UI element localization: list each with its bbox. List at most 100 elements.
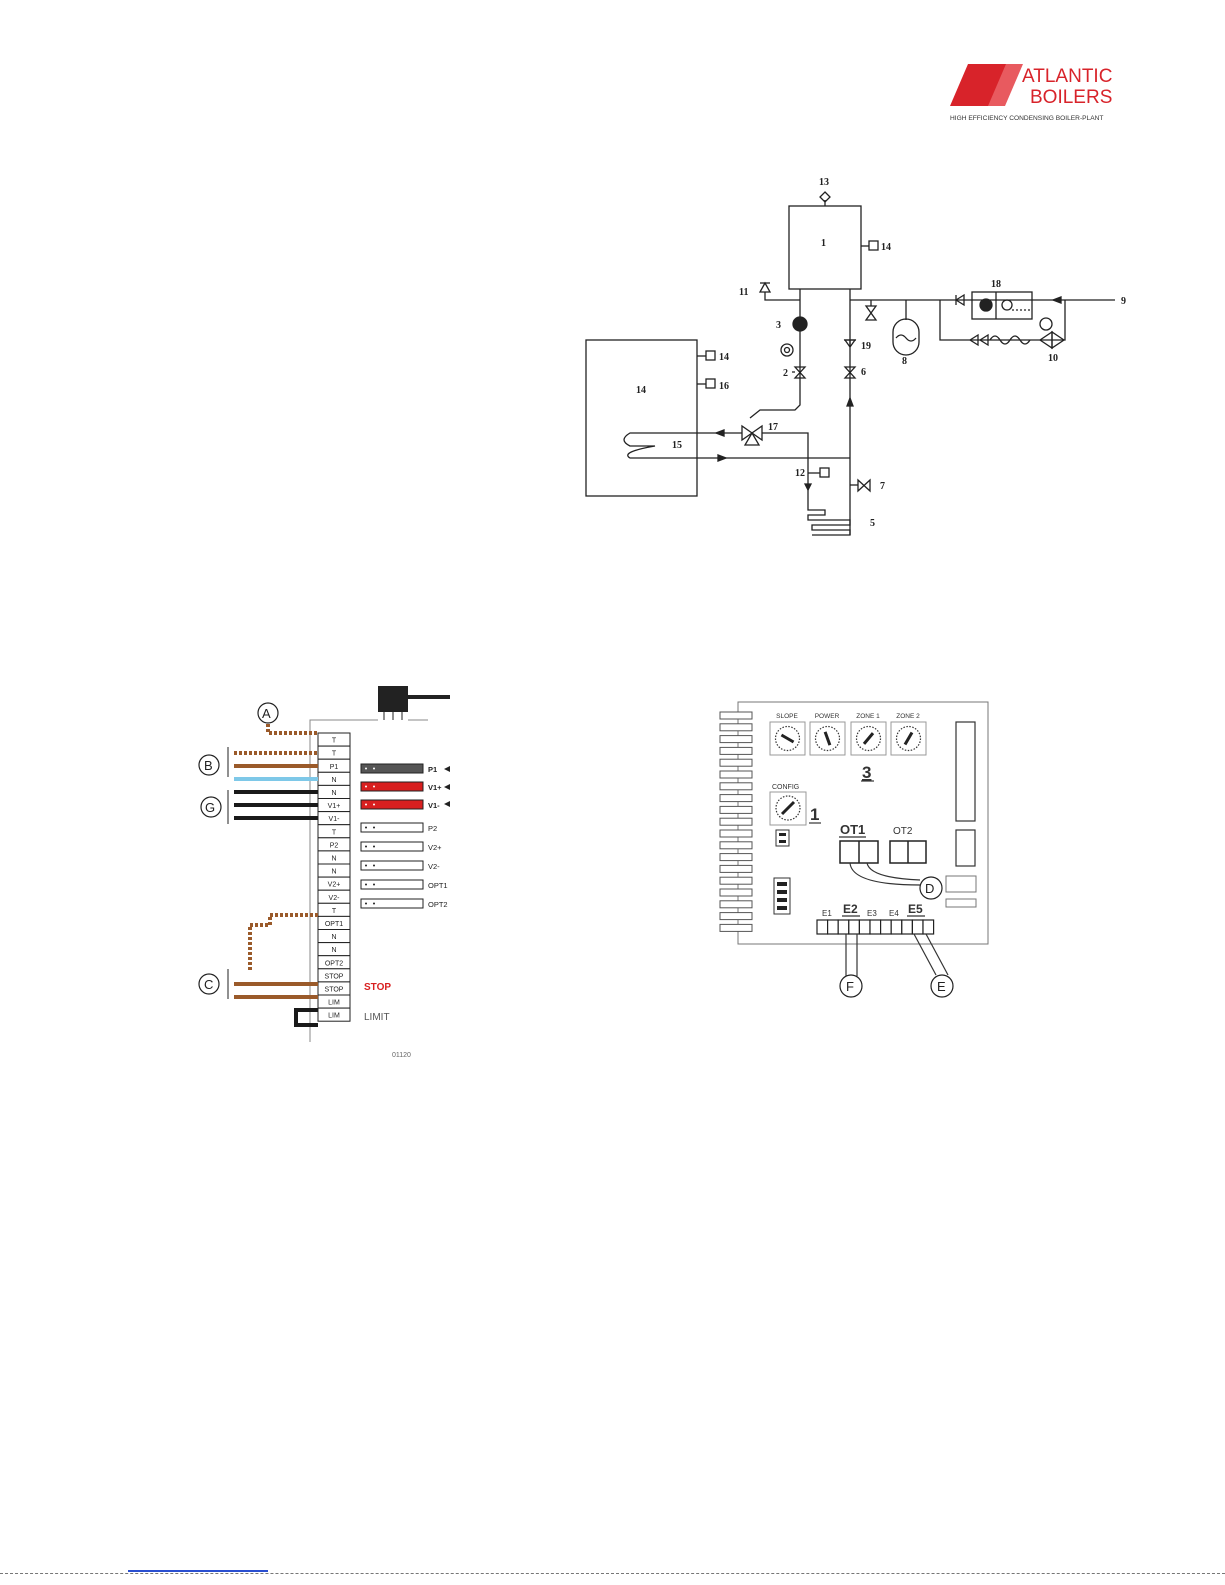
connector-pin <box>365 883 367 886</box>
connector-pin <box>373 864 375 867</box>
config-knob-pointer <box>780 800 796 816</box>
tank-coil-15 <box>623 432 850 459</box>
e2-label: E2 <box>843 902 858 916</box>
label-10: 10 <box>1048 353 1058 364</box>
board-pin <box>719 864 753 873</box>
flow-line-left <box>749 289 801 419</box>
knob-pointer <box>823 731 832 746</box>
connector-plug <box>360 763 424 774</box>
knob-pointer <box>903 731 914 746</box>
pump-3 <box>792 316 808 332</box>
label-1: 1 <box>821 238 826 249</box>
e3-label: E3 <box>867 909 877 918</box>
terminal-label: V2- <box>329 895 341 902</box>
pressure-gauge <box>780 343 794 357</box>
config-label: CONFIG <box>772 784 799 791</box>
knob-pointer <box>862 732 875 745</box>
wire-e-2 <box>925 933 949 976</box>
connector-pin <box>373 845 375 848</box>
dip-switch-a-1 <box>779 833 786 836</box>
connector-pin <box>365 785 367 788</box>
mains-arrow <box>1051 296 1062 304</box>
valve-6 <box>843 366 857 379</box>
logo-tagline: HIGH EFFICIENCY CONDENSING BOILER-PLANT <box>950 115 1103 122</box>
wire-opt <box>248 913 318 970</box>
vessel-wave <box>895 334 917 342</box>
board-label-1: 1 <box>810 805 819 824</box>
drain-valve-7 <box>857 478 871 493</box>
connector-plug <box>360 841 424 852</box>
board-pin <box>719 735 753 744</box>
board-pin <box>719 829 753 838</box>
arrow-p1-head <box>444 766 450 772</box>
callout-c-label: C <box>204 977 213 992</box>
label-3: 3 <box>776 320 781 331</box>
terminal-label: LIM <box>328 1013 340 1020</box>
dip-switch-b-1 <box>777 882 787 886</box>
label-12: 12 <box>795 468 805 479</box>
terminal-label: T <box>332 829 337 836</box>
label-17: 17 <box>768 422 778 433</box>
board-pin <box>719 876 753 885</box>
filling-hose <box>989 335 1031 345</box>
callout-g <box>200 796 222 818</box>
arrow-v1plus-head <box>444 784 450 790</box>
connector-pin <box>365 845 367 848</box>
board-pin <box>719 888 753 897</box>
callout-f <box>839 974 863 998</box>
valve-2 <box>793 366 807 379</box>
connector-pin <box>373 785 375 788</box>
label-5: 5 <box>870 518 875 529</box>
board-pin <box>719 841 753 850</box>
e-terminal <box>901 919 913 935</box>
label-8: 8 <box>902 356 907 367</box>
wire-d-2 <box>866 862 921 881</box>
connector-label: V2- <box>428 862 440 871</box>
callout-f-label: F <box>846 979 854 994</box>
valve-to-coil <box>762 432 809 440</box>
label-16: 16 <box>719 381 729 392</box>
callout-d <box>919 876 943 900</box>
connector-pin <box>373 767 375 770</box>
wiring-enclosure <box>309 719 378 1042</box>
label-14-side: 14 <box>719 352 729 363</box>
e-terminal <box>826 919 839 935</box>
connector-pin <box>365 803 367 806</box>
connector-label: V1+ <box>428 783 442 792</box>
safety-valve-pipe <box>764 292 800 301</box>
e1-label: E1 <box>822 909 832 918</box>
dip-switch-a-2 <box>779 840 786 843</box>
wire-a <box>266 724 318 735</box>
board-pin <box>719 758 753 767</box>
logo-red-shape-light <box>988 64 1023 106</box>
label-14-tank: 14 <box>636 385 646 396</box>
e-terminal <box>911 919 924 935</box>
board-label-3: 3 <box>862 763 871 782</box>
terminal-label: T <box>332 908 337 915</box>
lim-jumper <box>294 1008 318 1027</box>
ot2-label: OT2 <box>893 826 913 837</box>
three-way-valve-17b <box>750 424 763 442</box>
logo-brand-line1: ATLANTIC <box>1022 66 1112 87</box>
e-terminal <box>816 919 829 935</box>
check-valve <box>954 293 965 307</box>
connector-label: OPT2 <box>428 900 448 909</box>
terminal-label: V2+ <box>328 882 341 889</box>
right-slot-long <box>955 721 976 822</box>
terminal-label: N <box>331 777 336 784</box>
terminal-label: V1- <box>329 816 341 823</box>
limit-label: LIMIT <box>364 1012 390 1023</box>
knob-label: ZONE 2 <box>896 713 920 720</box>
terminal-label: N <box>331 856 336 863</box>
disconnector-pump <box>979 298 993 312</box>
terminal-label: T <box>332 751 337 758</box>
terminal-label: N <box>331 790 336 797</box>
dhw-tank <box>585 339 698 497</box>
e5-label: E5 <box>908 902 923 916</box>
e-terminal <box>848 919 860 935</box>
sensor-16 <box>705 378 716 389</box>
connector-plug <box>360 898 424 909</box>
sensor-14-tank <box>705 350 716 361</box>
connector-pin <box>365 767 367 770</box>
sensor-14-boiler <box>868 240 879 251</box>
